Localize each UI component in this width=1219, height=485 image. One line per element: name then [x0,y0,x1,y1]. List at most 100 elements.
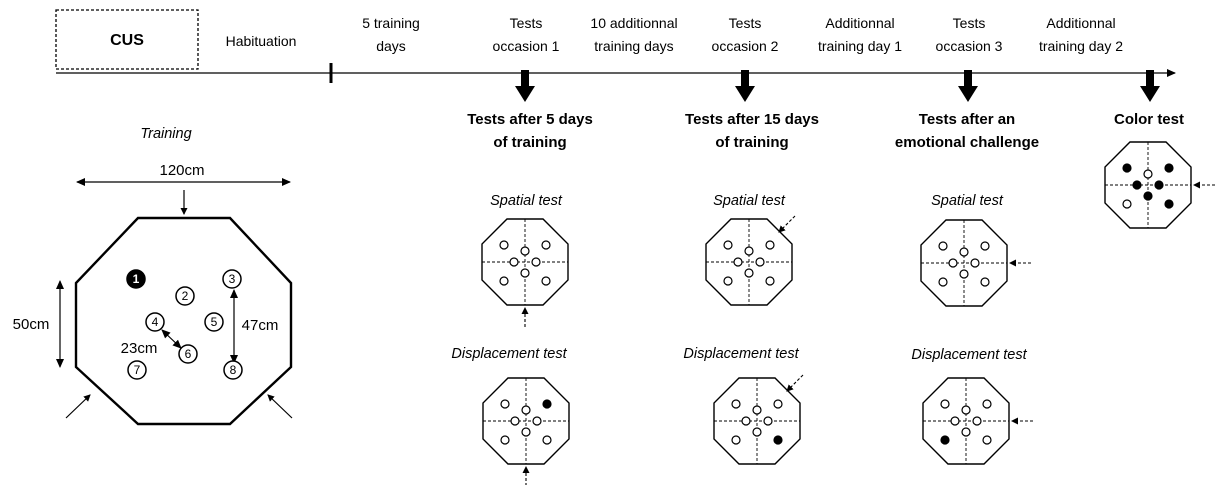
test-arenas [481,141,1215,485]
test-arena-well [1143,191,1153,201]
cus-label: CUS [110,32,144,49]
well-number: 6 [185,347,192,361]
test-arena-well [723,276,733,286]
training-well [222,269,242,289]
displacement-test-label: Displacement test [451,346,567,362]
test-pointer-arrow [515,70,535,102]
test-arena-well [542,435,552,445]
test-pointer-arrow [735,70,755,102]
test-arena-well [980,277,990,287]
timeline-phase-label: Additionnal [825,15,894,31]
test-arena-well [1143,169,1153,179]
test-group-heading: Color test [1114,111,1184,128]
timeline-phase-label: Additionnal [1046,15,1115,31]
test-arena-well [755,257,765,267]
well-number: 2 [182,289,189,303]
test-arena-well [1154,180,1164,190]
test-arena-well [1132,180,1142,190]
test-arena-well [1164,199,1174,209]
spatial-test-label: Spatial test [713,193,786,209]
test-arena-well [542,399,552,409]
test-arena-well [938,277,948,287]
timeline-phase-label: 5 training [362,15,420,31]
training-well [175,286,195,306]
side-label: 50cm [13,316,50,333]
spatial-test-label: Spatial test [931,193,1004,209]
test-group-heading: of training [715,134,788,151]
test-labels: Spatial test Spatial test Spatial testDisp… [451,193,1027,363]
spatial-test-label: Spatial test [490,193,563,209]
test-arena [920,219,1031,307]
test-arena-well [948,258,958,268]
diag-label: 47cm [242,317,279,334]
well-number: 5 [211,315,218,329]
test-arena-well [500,399,510,409]
training-well [223,360,243,380]
timeline: CUS Habituation 5 trainingdaysTestsoccas… [55,9,1176,102]
test-arena-well [520,268,530,278]
arena-entry-arrow [786,374,804,392]
arena-entry-arrow [778,215,796,233]
test-arena-well [765,276,775,286]
test-arena [713,374,804,465]
test-arena-well [520,246,530,256]
training-well [178,344,198,364]
test-arena [1104,141,1215,229]
adjacent-label: 23cm [121,340,158,357]
test-arena-well [500,435,510,445]
adjacent-arrow [161,329,182,349]
test-arena-well [744,268,754,278]
test-group-heading: emotional challenge [895,134,1039,151]
test-arena [481,218,569,327]
entry-arrow-bottom-left [65,394,91,419]
habituation-label: Habituation [226,33,297,49]
test-arena-well [532,416,542,426]
test-arena-well [773,435,783,445]
entry-arrow-bottom-right [267,394,293,419]
test-arena-well [541,276,551,286]
training-well [145,312,165,332]
cus-box [55,9,199,70]
test-arena-well [733,257,743,267]
test-arena-well [773,399,783,409]
well-number: 4 [152,315,159,329]
well-number: 7 [134,363,141,377]
test-arena-well [731,399,741,409]
training-title: Training [140,126,191,142]
test-arena-well [744,246,754,256]
test-pointers [515,70,1160,102]
test-arena-well [509,257,519,267]
test-arena-well [531,257,541,267]
training-well [126,269,146,289]
test-arena-well [499,240,509,250]
test-arena-well [1164,163,1174,173]
test-arena-well [1122,199,1132,209]
timeline-phase-label: occasion 1 [493,38,560,54]
width-label: 120cm [159,162,204,179]
test-arena-well [940,435,950,445]
test-arena-well [499,276,509,286]
timeline-phase-label: Tests [729,15,762,31]
test-arena-well [763,416,773,426]
training-well [204,312,224,332]
test-arena-well [959,269,969,279]
test-arena-well [938,241,948,251]
test-arena-well [940,399,950,409]
test-arena-well [961,405,971,415]
test-arena-well [752,427,762,437]
timeline-phase-label: occasion 2 [712,38,779,54]
test-group-heading: Tests after an [919,111,1015,128]
timeline-phase-label: training day 1 [818,38,902,54]
test-arena-well [541,240,551,250]
test-arena-well [959,247,969,257]
test-arena-well [980,241,990,251]
test-arena-well [970,258,980,268]
test-arena [482,377,570,485]
test-arena-well [510,416,520,426]
displacement-test-label: Displacement test [683,346,799,362]
timeline-phase-label: training day 2 [1039,38,1123,54]
